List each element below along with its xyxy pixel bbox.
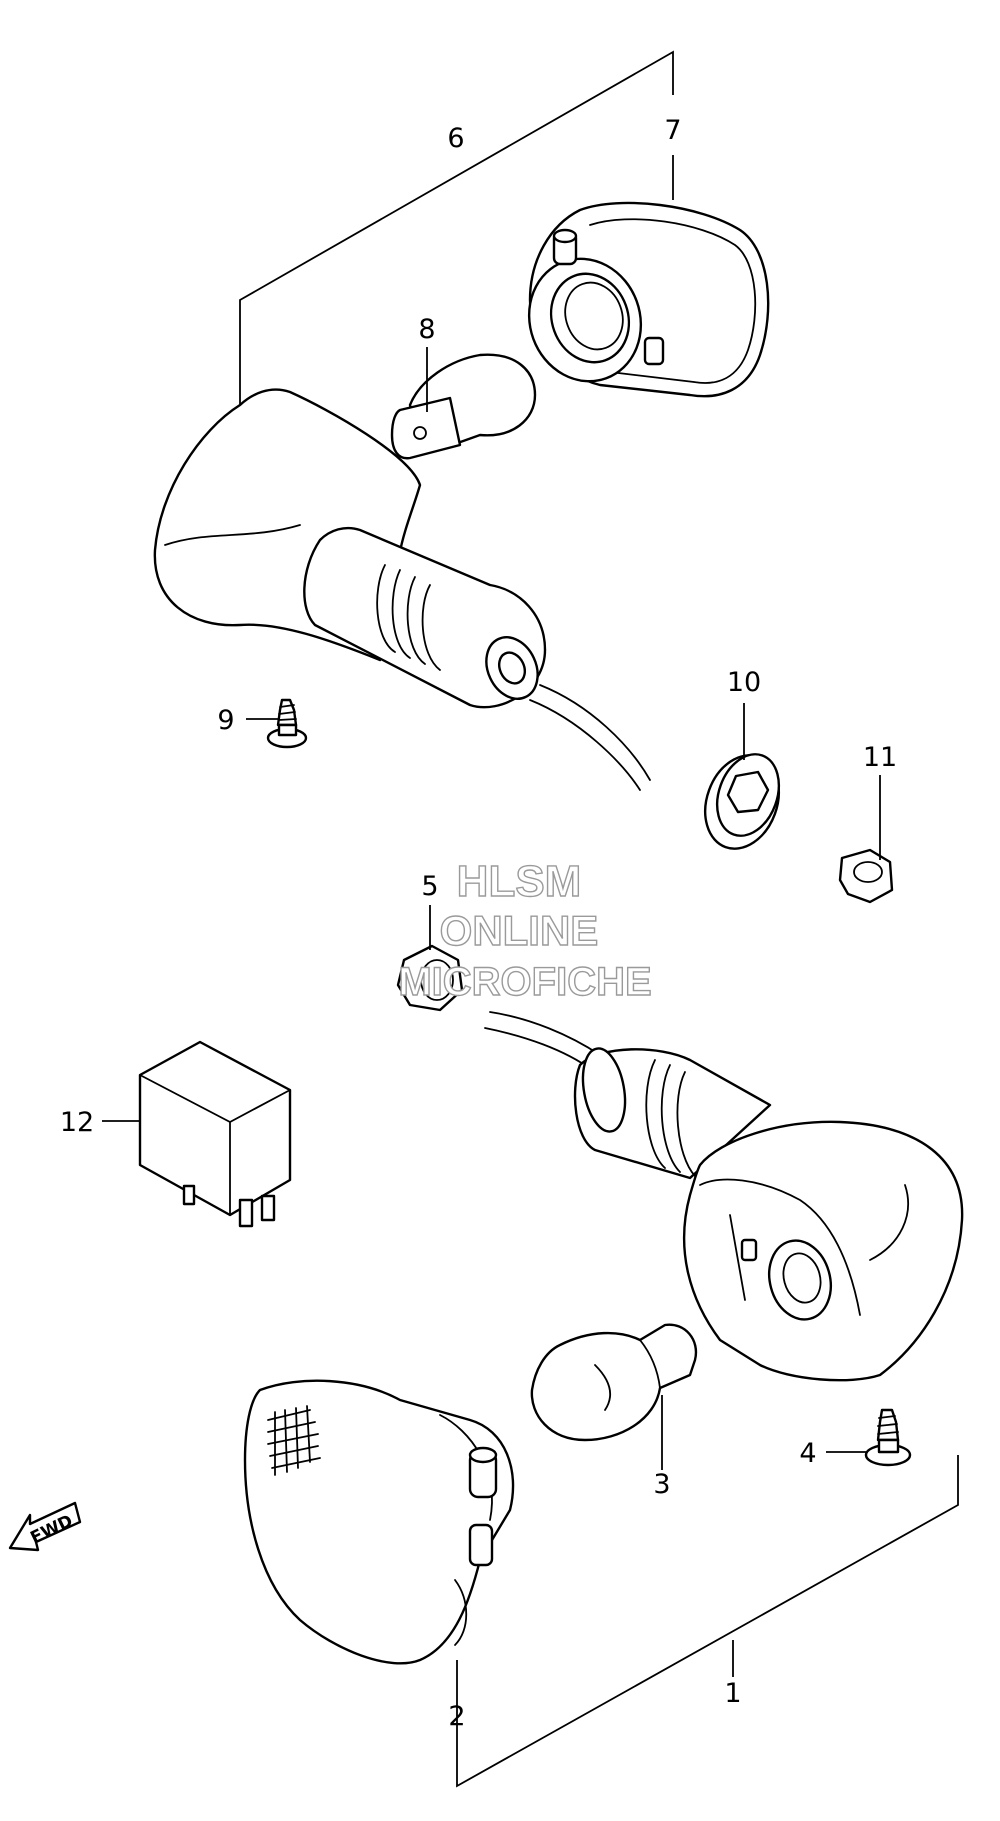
callout-4: 4: [799, 1438, 816, 1469]
watermark-line-2: ONLINE: [440, 907, 599, 954]
assembly-bracket-1: [456, 1455, 959, 1788]
hex-nut-lower: [396, 944, 464, 1012]
callout-2: 2: [448, 1701, 465, 1732]
turn-signal-lens-lower: [243, 1379, 515, 1665]
callout-labels: 6 7 8 9 10 11 5 12 3 4 2 1: [60, 115, 897, 1732]
turn-signal-housing-upper: [153, 388, 651, 791]
turn-signal-housing-lower: [484, 1011, 964, 1382]
watermark-line-1: HLSM: [457, 857, 582, 906]
watermark-line-3: MICROFICHE: [398, 960, 651, 1004]
turn-signal-lens-upper: [527, 201, 770, 398]
watermark: HLSM ONLINE MICROFICHE: [398, 856, 653, 1004]
callout-8: 8: [418, 314, 435, 345]
callout-9: 9: [217, 705, 234, 736]
hex-nut-upper: [838, 848, 894, 904]
assembly-bracket-6: [239, 50, 674, 405]
turn-signal-bulb-upper: [390, 353, 537, 460]
rubber-washer: [704, 753, 781, 850]
screw-lower: [864, 1408, 912, 1467]
callout-5: 5: [421, 871, 438, 902]
leader-lines: [102, 155, 881, 1700]
callout-1: 1: [724, 1678, 741, 1709]
callout-10: 10: [727, 667, 761, 698]
callout-12: 12: [60, 1107, 94, 1138]
flasher-relay: [138, 1040, 292, 1228]
callout-3: 3: [653, 1469, 670, 1500]
callout-11: 11: [863, 742, 897, 773]
screw-upper: [266, 698, 308, 749]
callout-7: 7: [664, 115, 681, 146]
turn-signal-bulb-lower: [530, 1323, 698, 1442]
callout-6: 6: [447, 123, 464, 154]
forward-direction-indicator: FWD: [8, 1501, 82, 1552]
